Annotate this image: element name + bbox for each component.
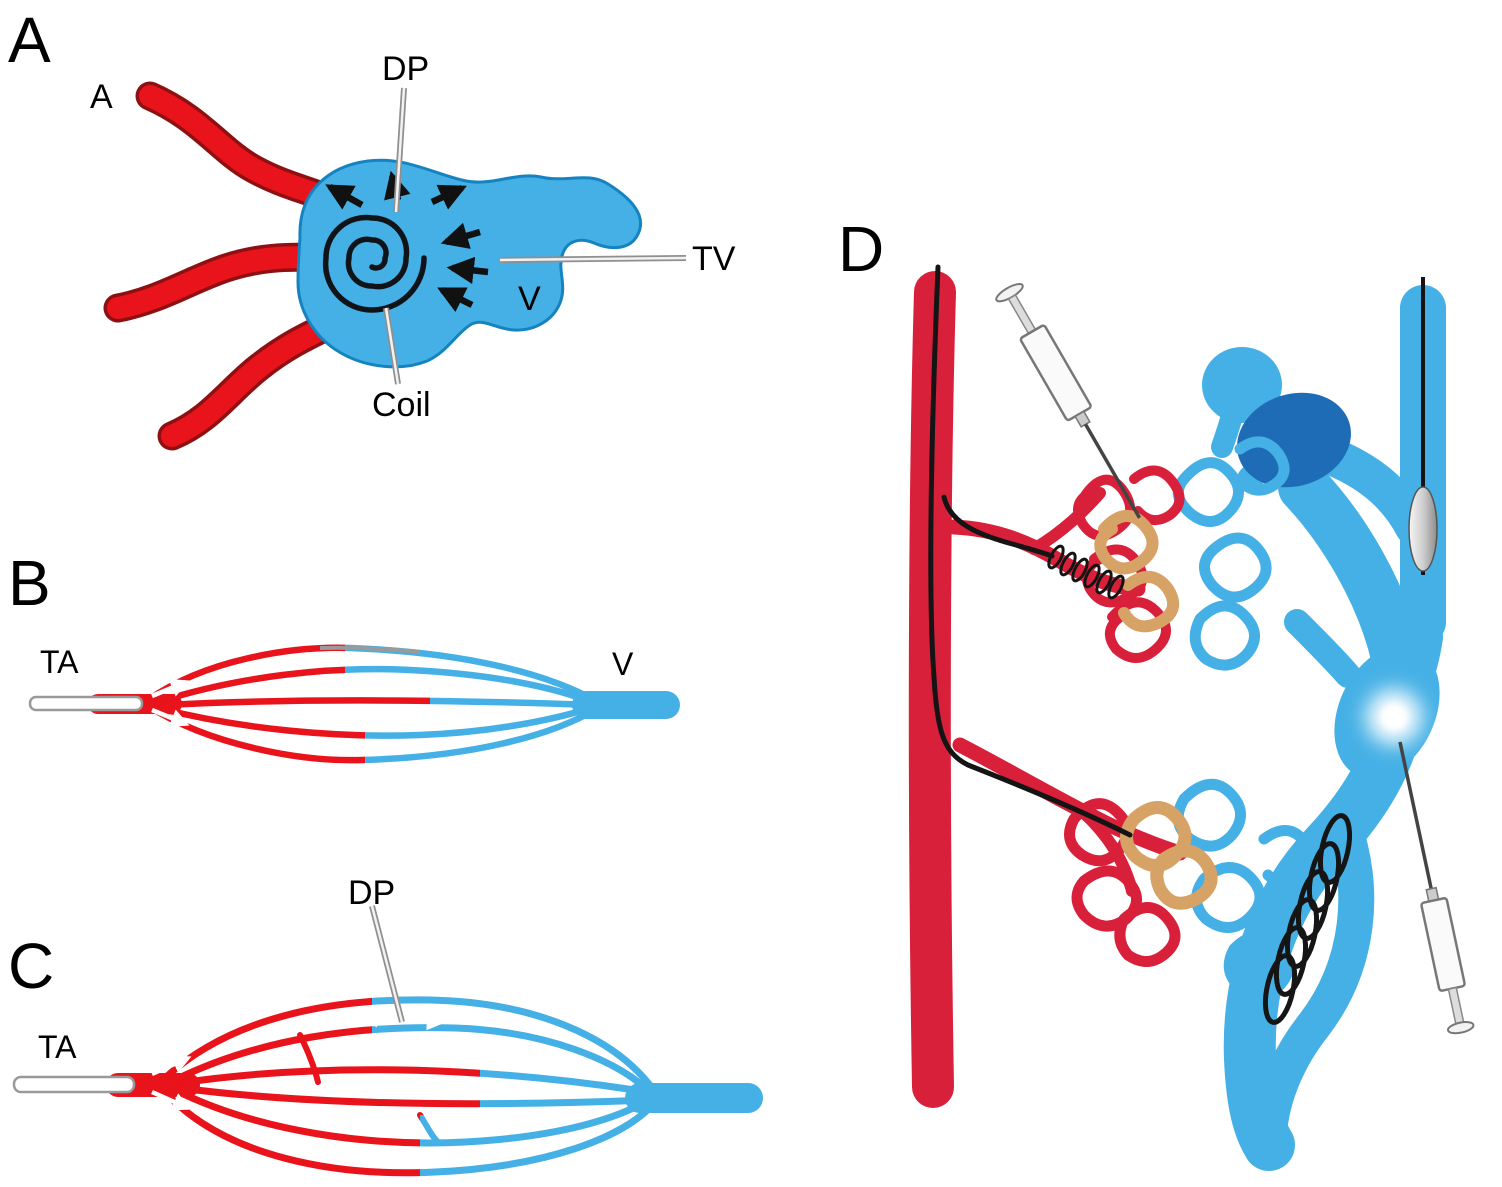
arterial-system [908,271,1188,1108]
panel-c: C DP TA [8,874,763,1187]
panel-d: D [838,213,1475,1171]
ta-label: TA [40,644,79,680]
dp-pointer-line [393,87,407,213]
dp-label: DP [382,50,429,88]
syringe-lower [1398,741,1475,1035]
embolic-agent-lower [1120,801,1218,910]
ta-label: TA [38,1029,77,1065]
venous-varix [1237,392,1351,488]
syringe-upper [995,283,1142,519]
coil-pointer-line [383,307,401,385]
panel-a: A A DP TV V Coil [8,4,736,451]
tv-pointer-line [499,255,687,263]
balloon-catheter [1408,277,1438,575]
ta-catheter [12,1075,136,1094]
ta-catheter [28,695,144,712]
arterial-nidus-lower [1064,798,1181,967]
panel-a-letter: A [8,4,51,76]
venous-coil-icon [1262,813,1353,1025]
dp-needle [369,905,405,1023]
flow-arrows [151,1008,446,1111]
feeding-arteries [103,81,355,451]
panel-d-letter: D [838,213,884,285]
coil-spiral-icon [322,214,427,313]
artery-label: A [90,78,113,116]
venous-nidus-upper [1172,436,1290,671]
tv-label: TV [692,240,736,278]
panel-b: B TA V [8,547,680,790]
microcatheter [319,645,421,654]
flow-arrows [151,679,190,727]
avm-network-venous-side [165,1000,655,1173]
transarterial-catheter [928,264,1133,838]
balloon [1408,486,1438,572]
flow-arrows [325,170,489,312]
dp-label: DP [348,874,395,912]
panel-b-letter: B [8,547,51,619]
vein-label: V [518,280,541,318]
detachable-coil-in-feeder [1047,544,1125,600]
injection-glow [1366,689,1422,745]
vein-label: V [612,646,634,682]
panel-c-letter: C [8,930,54,1002]
coil-label: Coil [372,386,431,424]
embolic-agent-upper [1094,510,1180,633]
